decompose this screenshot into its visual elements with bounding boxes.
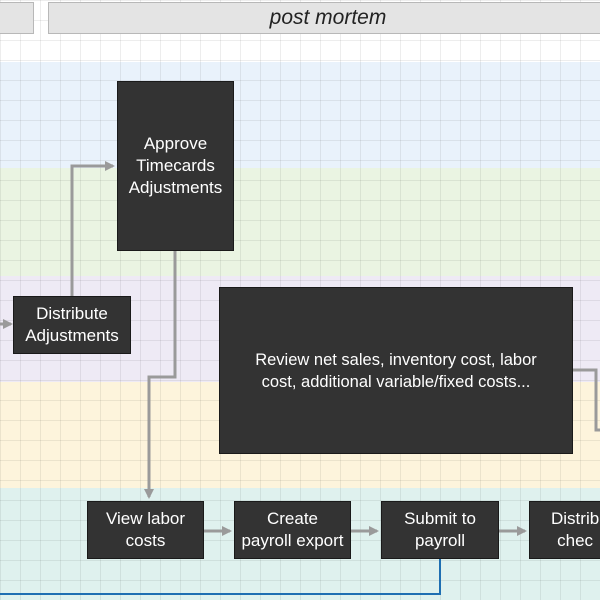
distribute-checks-line-1: Distrib: [551, 509, 600, 528]
submit-payroll-line-2: payroll: [414, 531, 466, 550]
review-node-line-1: Review net sales, inventory cost, labor: [255, 350, 537, 369]
swimlane-2: [0, 168, 600, 276]
phase-header-title: post mortem: [269, 6, 387, 29]
connector-distribute-to-approve[interactable]: [70, 161, 115, 296]
distribute-checks-line-2: chec: [557, 531, 594, 550]
distribute-checks-node[interactable]: Distrib chec: [529, 501, 600, 559]
distribute-adjustments-node[interactable]: Distribute Adjustments: [13, 296, 131, 354]
create-export-line-1: Create: [266, 509, 319, 528]
distribute-adjustments-line-2: Adjustments: [25, 326, 119, 345]
create-export-line-2: payroll export: [241, 531, 344, 550]
distribute-adjustments-line-1: Distribute: [36, 304, 108, 323]
connector-review-outgoing[interactable]: [573, 368, 600, 432]
swimlane-1: [0, 62, 600, 168]
approve-timecards-adjustments-node[interactable]: Approve Timecards Adjustments: [117, 81, 234, 251]
view-labor-costs-node[interactable]: View labor costs: [87, 501, 204, 559]
approve-node-line-3: Adjustments: [128, 178, 223, 197]
create-payroll-export-node[interactable]: Create payroll export: [234, 501, 351, 559]
connector-approve-to-view-labor[interactable]: [144, 251, 177, 499]
connector-submit-blue-line[interactable]: [0, 559, 441, 595]
previous-phase-header[interactable]: [0, 2, 34, 34]
phase-header[interactable]: post mortem: [48, 2, 600, 34]
view-labor-line-2: costs: [125, 531, 166, 550]
approve-node-line-2: Timecards: [136, 156, 215, 175]
view-labor-line-1: View labor: [105, 509, 186, 528]
submit-payroll-line-1: Submit to: [404, 509, 476, 528]
submit-to-payroll-node[interactable]: Submit to payroll: [381, 501, 499, 559]
review-costs-node[interactable]: Review net sales, inventory cost, labor …: [219, 287, 573, 454]
approve-node-line-1: Approve: [143, 134, 208, 153]
review-node-line-2: cost, additional variable/fixed costs...: [261, 372, 531, 391]
